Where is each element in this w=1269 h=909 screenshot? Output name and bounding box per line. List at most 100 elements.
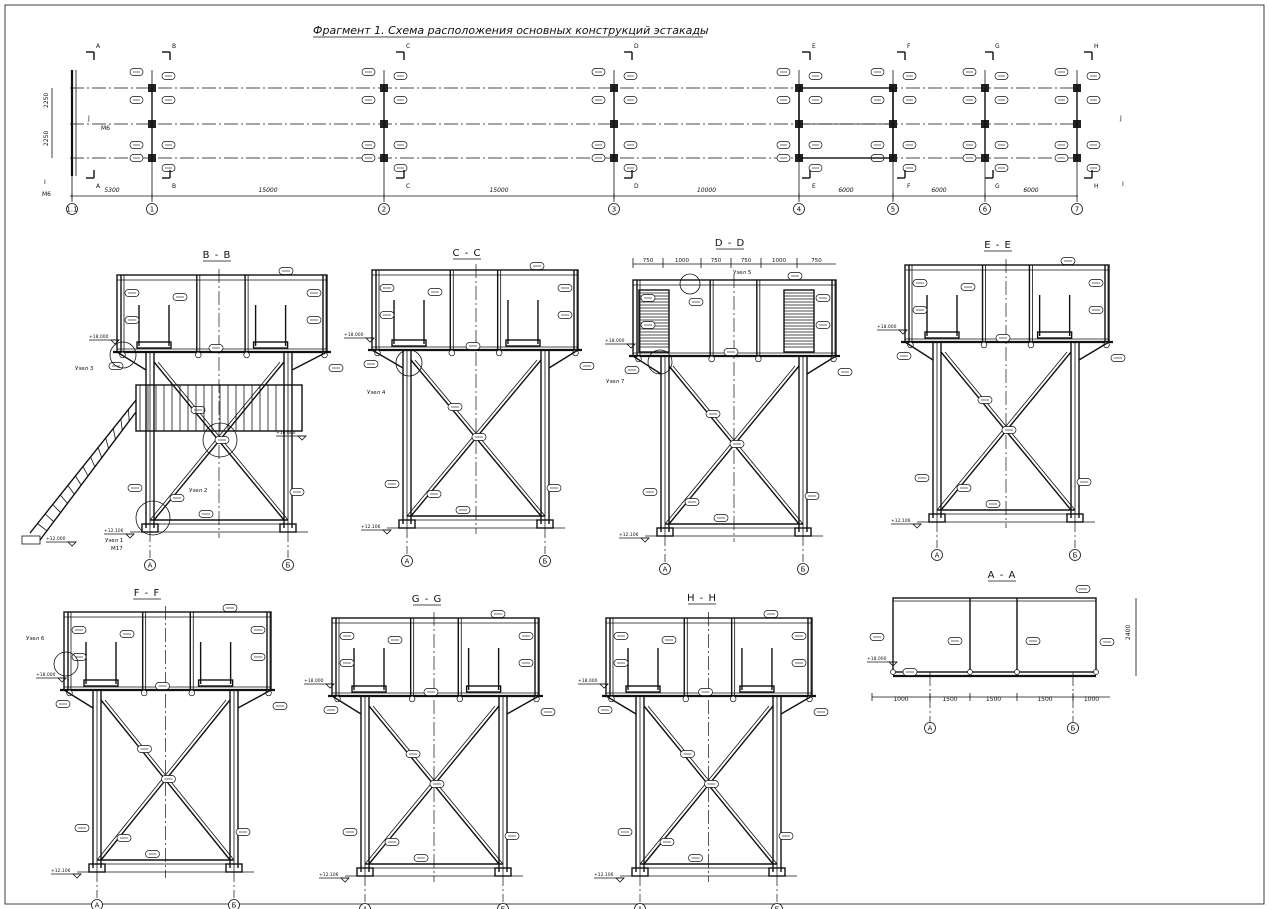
member-tag xyxy=(713,514,729,522)
section-axis-bubble: А xyxy=(91,899,103,909)
drawing-line xyxy=(82,466,89,477)
drawing-line xyxy=(37,523,48,532)
member-tag xyxy=(1054,154,1069,162)
drawing-line xyxy=(112,428,116,440)
section-mark: I xyxy=(1122,181,1124,188)
member-tag xyxy=(776,141,791,149)
member-tag xyxy=(776,68,791,76)
member-tag xyxy=(129,154,144,162)
svg-text:+18.000: +18.000 xyxy=(344,332,364,338)
member-tag xyxy=(55,700,71,708)
member-tag xyxy=(161,775,176,783)
svg-text:Б: Б xyxy=(501,906,506,909)
member-tag xyxy=(688,298,704,306)
member-tag xyxy=(960,283,976,291)
member-tag xyxy=(623,96,638,104)
member-tag xyxy=(413,854,429,862)
member-tag xyxy=(250,653,266,661)
member-tag xyxy=(455,506,471,514)
section-title: H - H xyxy=(687,593,717,604)
section-mark: E xyxy=(812,43,816,50)
section-mark: H xyxy=(1094,43,1099,50)
svg-text:1: 1 xyxy=(150,206,154,214)
member-tag xyxy=(1086,164,1101,172)
svg-text:Б: Б xyxy=(1071,725,1076,733)
member-tag xyxy=(994,72,1009,80)
truss-box xyxy=(331,617,540,697)
member-tag xyxy=(465,342,481,350)
member-tag xyxy=(342,828,358,836)
member-tag xyxy=(902,72,917,80)
member-tag xyxy=(405,750,421,758)
member-tag xyxy=(1054,96,1069,104)
plan-span-dim: 6000 xyxy=(931,187,946,194)
member-tag xyxy=(617,828,633,836)
member-tag xyxy=(1060,257,1076,265)
section-axis-bubble: А xyxy=(659,563,671,575)
member-tag xyxy=(1075,585,1091,593)
section-axis-bubble: А xyxy=(401,555,413,567)
drawing-line xyxy=(67,485,75,495)
member-tag xyxy=(985,500,1001,508)
section-hh: H - HАБ+18.000+12.106 xyxy=(578,593,829,909)
member-tag xyxy=(815,294,831,302)
section-mark: G xyxy=(995,183,1000,190)
member-tag xyxy=(393,96,408,104)
plan-span-dim: 6000 xyxy=(1023,187,1038,194)
svg-text:+18.000: +18.000 xyxy=(304,678,324,684)
member-tag xyxy=(624,366,640,374)
member-tag xyxy=(778,832,794,840)
section-axis-bubble: Б xyxy=(497,903,509,909)
member-tag xyxy=(591,141,606,149)
member-tag xyxy=(729,440,745,448)
member-tag xyxy=(1088,306,1104,314)
member-tag xyxy=(323,706,339,714)
member-tag xyxy=(698,688,713,696)
plan-bay-4-5 xyxy=(798,87,894,159)
member-tag xyxy=(127,484,143,492)
member-tag xyxy=(129,96,144,104)
member-tag xyxy=(74,824,90,832)
svg-text:+18.000: +18.000 xyxy=(578,678,598,684)
svg-text:+12.106: +12.106 xyxy=(594,872,614,878)
member-tag xyxy=(591,68,606,76)
drawing-line xyxy=(52,504,61,513)
aa-dim: 1500 xyxy=(1037,696,1052,703)
drawing-line xyxy=(904,341,934,361)
aa-axis-bubble: А xyxy=(924,722,936,734)
svg-text:А: А xyxy=(638,906,643,909)
member-tag xyxy=(1086,141,1101,149)
svg-text:+12.106: +12.106 xyxy=(361,524,381,530)
svg-text:3: 3 xyxy=(612,206,616,214)
svg-text:+12.000: +12.000 xyxy=(46,536,66,542)
svg-text:+18.000: +18.000 xyxy=(605,338,625,344)
member-tag xyxy=(471,433,487,441)
svg-text:1.1: 1.1 xyxy=(66,206,77,214)
plan-axis-bubble-1: 1 xyxy=(146,203,158,215)
member-tag xyxy=(214,436,230,444)
aa-dim: 1500 xyxy=(942,696,957,703)
member-tag xyxy=(659,838,675,846)
section-title: C - C xyxy=(453,248,482,259)
member-tag xyxy=(379,284,395,292)
drawing-line xyxy=(506,695,540,715)
member-tag xyxy=(947,637,963,645)
section-mark: J xyxy=(1119,115,1122,122)
drawing-line xyxy=(97,447,103,458)
truss-box xyxy=(371,269,579,351)
member-tag xyxy=(361,68,376,76)
elevation-mark: +18.000 xyxy=(344,332,375,343)
drawing-title: Фрагмент 1. Схема расположения основных … xyxy=(313,24,709,37)
member-tag xyxy=(995,334,1011,342)
member-tag xyxy=(529,262,545,270)
plan-axis-bubble-5: 5 xyxy=(887,203,899,215)
member-tag xyxy=(1001,426,1017,434)
member-tag xyxy=(423,688,439,696)
member-tag xyxy=(129,141,144,149)
member-tag xyxy=(384,480,400,488)
section-title: F - F xyxy=(134,588,160,599)
member-tag xyxy=(119,630,135,638)
node-note: Узел 3 xyxy=(75,366,94,372)
